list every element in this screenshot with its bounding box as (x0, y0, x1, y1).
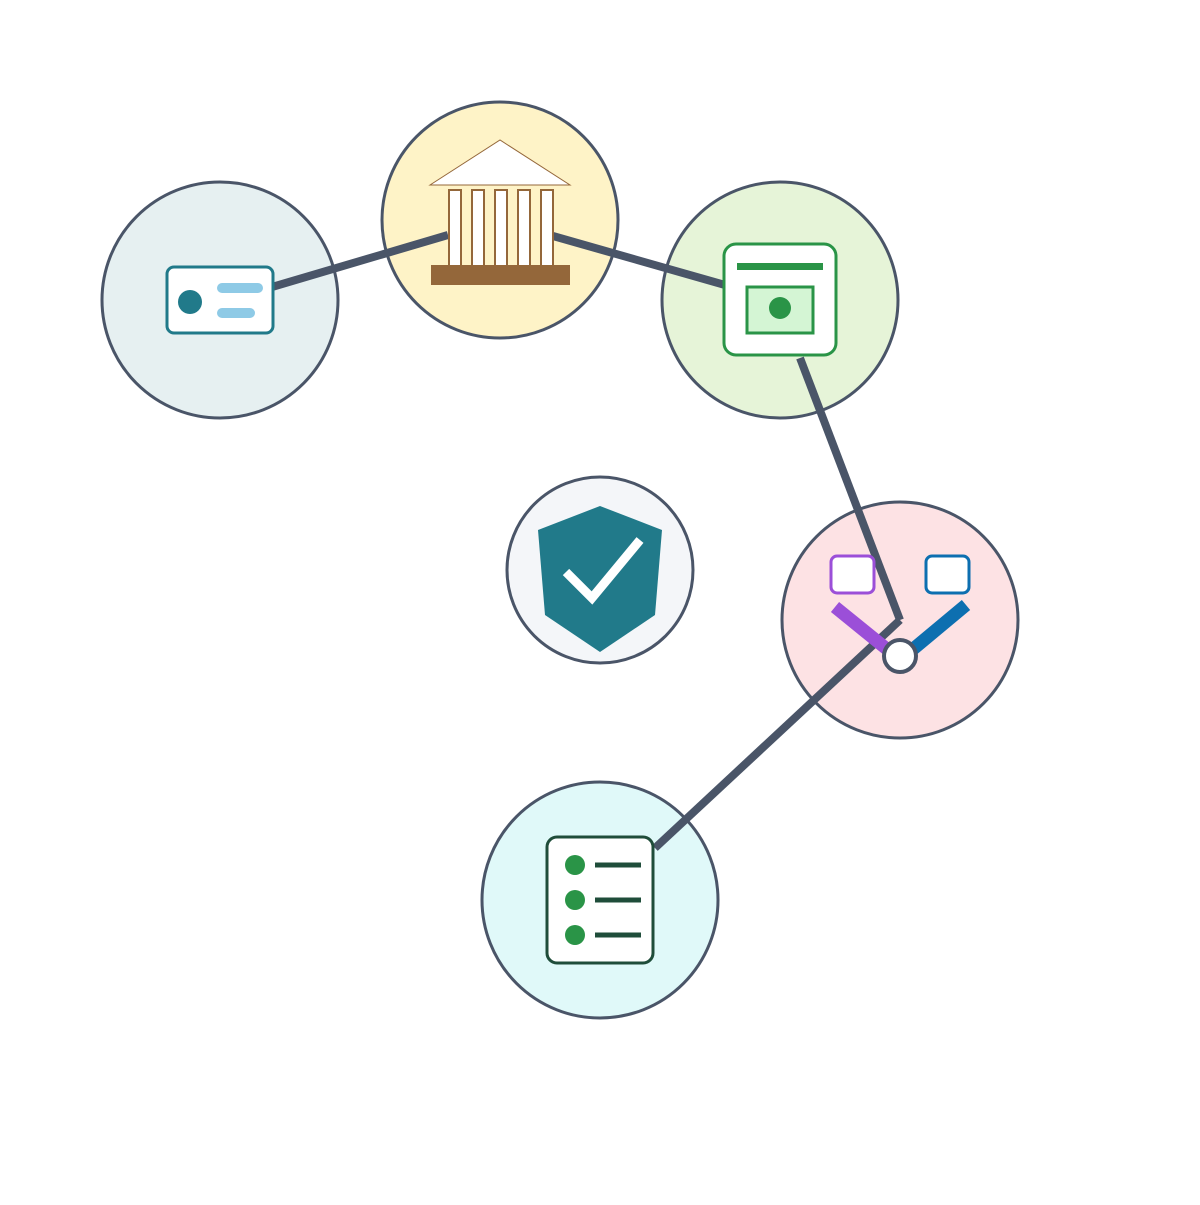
shield-check-icon (538, 506, 662, 652)
id-card-icon (165, 265, 275, 335)
merge-branch-icon (829, 554, 971, 674)
checklist-icon (545, 835, 655, 965)
connector-merge-to-checklist (652, 617, 903, 851)
connectors (270, 231, 904, 851)
connector-browser-to-merge (796, 356, 904, 622)
browser-window-icon (722, 242, 838, 357)
bank-icon (428, 139, 572, 285)
connector-id-to-bank (270, 231, 450, 291)
connector-bank-to-browser (551, 232, 727, 289)
